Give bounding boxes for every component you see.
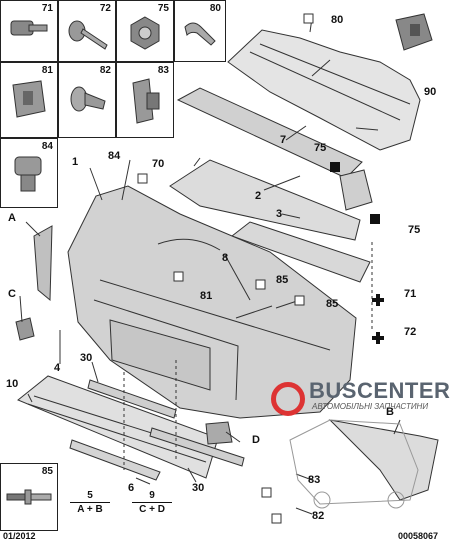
callout-84: 84 [108,150,121,162]
part-cell-83: 83 [116,62,174,138]
buscenter-watermark: BUSCENTER АВТОМОБІЛЬНІ ЗАПЧАСТИНИ [265,378,450,424]
part-cell-71: 71 [0,0,58,62]
callout-C: C [8,288,16,300]
part-cell-80: 80 [174,0,226,62]
diagram-code: 00058067 [398,531,439,541]
part-cell-85: 85 [0,463,58,531]
callout-2: 2 [255,190,262,202]
part-number: 83 [157,65,169,76]
part-number: 80 [209,3,221,14]
nut-icon [130,16,160,50]
callout-81: 81 [200,290,213,302]
blind-rivet-icon [6,489,52,505]
combo-number: 5 [70,490,110,503]
callout-75-right: 75 [408,224,421,236]
callout-4: 4 [54,362,61,374]
combo-parts: A + B [77,504,103,515]
part-number: 81 [41,65,53,76]
part-number: 84 [41,141,53,152]
callout-D: D [252,434,260,446]
part-cell-82: 82 [58,62,116,138]
callout-7: 7 [280,134,287,146]
retainer-icon [132,78,160,124]
callout-75-top: 75 [314,142,327,154]
combo-5: 5 A + B [70,490,110,515]
callout-10: 10 [6,378,19,390]
clip-icon [184,22,216,46]
callout-1: 1 [72,156,79,168]
absorber [176,87,363,179]
side-strip-a [33,225,53,302]
part-number: 72 [99,3,111,14]
callout-85-a: 85 [276,274,289,286]
watermark-brand: BUSCENTER [309,378,450,403]
callout-82: 82 [312,510,325,522]
part-cell-75: 75 [116,0,174,62]
callout-6: 6 [128,482,135,494]
callout-80: 80 [331,14,344,26]
corner-piece-b [328,419,439,501]
callout-30-b: 30 [192,482,205,494]
part-number: 75 [157,3,169,14]
part-cell-81: 81 [0,62,58,138]
control-module-icon [395,13,433,51]
lower-beam [230,221,371,283]
bolt-icon [10,20,48,36]
callout-90: 90 [424,86,437,98]
combo-9: 9 C + D [132,490,172,515]
bracket-clip-icon [12,80,46,118]
grommet-icon [14,156,42,192]
upper-crossmember [227,29,421,151]
part-number: 85 [41,466,53,477]
callout-3: 3 [276,208,283,220]
part-number: 82 [99,65,111,76]
combo-number: 9 [132,490,172,503]
callout-72: 72 [404,326,417,338]
combo-parts: C + D [139,504,165,515]
push-rivet-icon [70,86,106,112]
callout-B: B [386,406,394,418]
part-cell-72: 72 [58,0,116,62]
callout-A: A [8,212,16,224]
callout-71: 71 [404,288,417,300]
callout-70: 70 [152,158,165,170]
callout-83: 83 [308,474,321,486]
bumper-beam [169,159,361,241]
callout-30-a: 30 [80,352,93,364]
callout-8: 8 [222,252,229,264]
callout-85-b: 85 [326,298,339,310]
part-cell-84: 84 [0,138,58,208]
watermark-tagline: АВТОМОБІЛЬНІ ЗАПЧАСТИНИ [312,402,429,411]
screw-icon [68,20,108,50]
logo-circle-icon [271,382,305,416]
part-number: 71 [41,3,53,14]
diagram-date: 01/2012 [3,531,36,541]
